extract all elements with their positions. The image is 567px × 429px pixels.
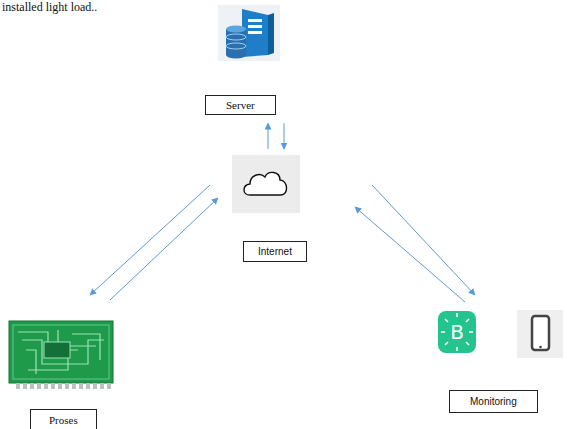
node-box: Internet xyxy=(232,155,307,262)
arrow-connector xyxy=(268,123,269,149)
node-box: Proses xyxy=(8,320,114,429)
node-box: B Monitoring xyxy=(437,310,563,413)
label-box: Monitoring xyxy=(449,390,538,413)
arrow-connector xyxy=(110,198,218,300)
server-icon xyxy=(218,5,280,65)
cloud-icon xyxy=(232,155,300,217)
label-box: Internet xyxy=(243,241,307,262)
device-icon xyxy=(517,310,563,362)
arrow-connector xyxy=(284,123,285,149)
label-box: Proses xyxy=(30,409,97,429)
node-box: Server xyxy=(205,5,280,115)
arrow-connector xyxy=(372,185,475,295)
arrow-connector xyxy=(355,207,465,302)
logo-letter: B xyxy=(437,310,477,354)
arrow-connector xyxy=(90,185,210,295)
pcb-icon xyxy=(8,320,114,394)
label-box: Server xyxy=(205,95,276,115)
caption-text: installed light load.. xyxy=(2,0,97,15)
blynk-icon: B xyxy=(437,310,477,354)
